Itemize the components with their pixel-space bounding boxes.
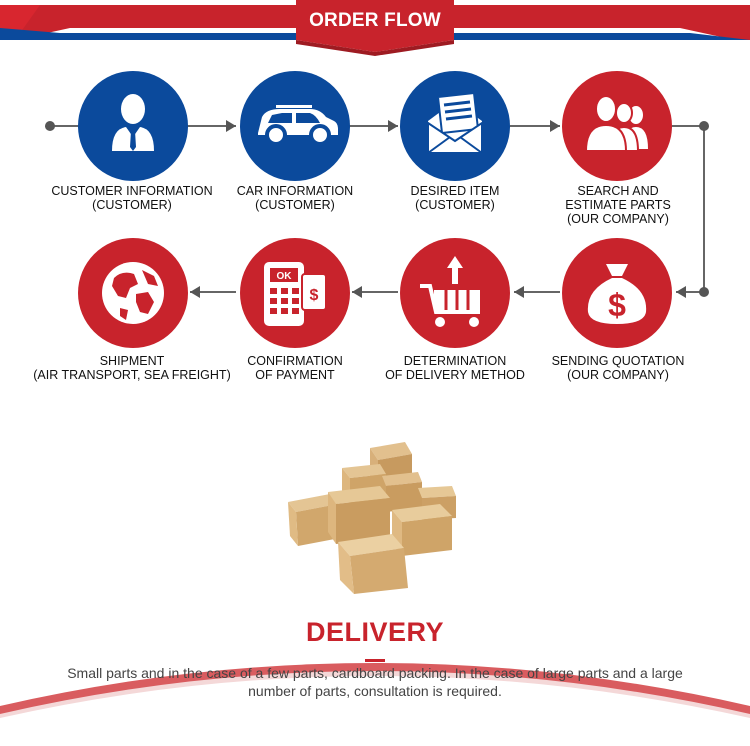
money-bag-icon: $	[587, 264, 647, 324]
people-icon	[584, 95, 648, 152]
arrow-icon	[676, 286, 686, 298]
arrow-icon	[514, 286, 524, 298]
person-icon	[112, 94, 154, 151]
envelope-icon	[427, 91, 483, 154]
flow-connectors	[45, 120, 709, 298]
cart-icon	[420, 256, 480, 327]
step-6-circle	[400, 238, 510, 348]
step-3-label: DESIRED ITEM(CUSTOMER)	[410, 184, 500, 212]
step-8-label: SHIPMENT(AIR TRANSPORT, SEA FREIGHT)	[33, 354, 231, 382]
step-5-label: SENDING QUOTATION(OUR COMPANY)	[551, 354, 685, 382]
step-8-circle	[78, 238, 188, 348]
step-1-label: CUSTOMER INFORMATION(CUSTOMER)	[51, 184, 213, 212]
bottom-wave	[0, 663, 750, 746]
step-4-circle	[562, 71, 672, 181]
arrow-icon	[550, 120, 560, 132]
car-icon	[258, 105, 338, 146]
step-5-circle: $	[562, 238, 672, 348]
arrow-icon	[388, 120, 398, 132]
step-1-circle	[78, 71, 188, 181]
step-2-circle	[240, 71, 350, 181]
svg-text:$: $	[310, 287, 319, 304]
delivery-divider	[365, 659, 385, 662]
arrow-icon	[352, 286, 362, 298]
payment-terminal-icon: OK $	[264, 262, 327, 326]
delivery-title: DELIVERY	[305, 617, 445, 647]
arrow-icon	[190, 286, 200, 298]
arrow-icon	[226, 120, 236, 132]
svg-text:$: $	[608, 287, 626, 323]
step-7-circle: OK $	[240, 238, 350, 348]
step-3-circle	[400, 71, 510, 181]
globe-icon	[102, 262, 164, 324]
step-2-label: CAR INFORMATION(CUSTOMER)	[236, 184, 354, 212]
page-title: ORDER FLOW	[309, 10, 441, 31]
cardboard-boxes-image	[288, 442, 456, 594]
svg-text:OK: OK	[277, 271, 293, 282]
delivery-description: Small parts and in the case of a few par…	[67, 665, 683, 699]
header-banner	[0, 0, 750, 56]
